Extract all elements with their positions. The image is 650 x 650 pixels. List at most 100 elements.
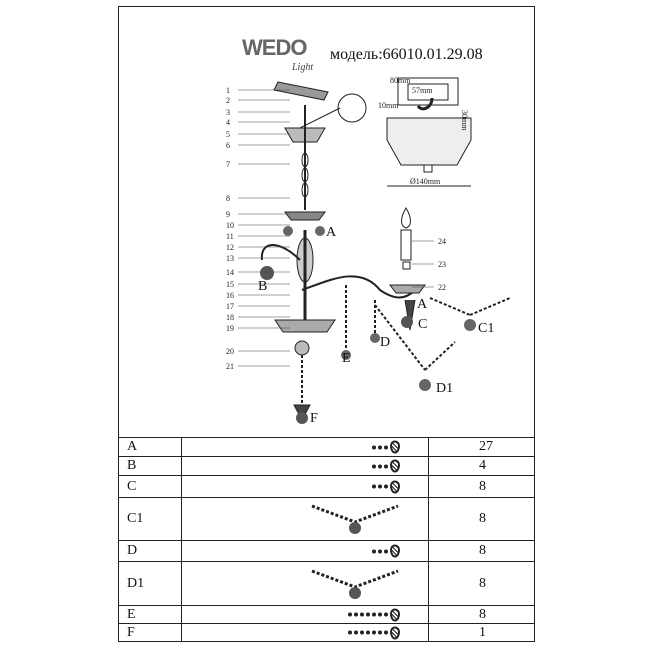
part-code: B bbox=[118, 456, 182, 476]
callout-number: 20 bbox=[226, 347, 234, 356]
part-code: D1 bbox=[118, 561, 182, 606]
part-illustration bbox=[372, 480, 400, 493]
callout-number: 6 bbox=[226, 141, 230, 150]
part-code: E bbox=[118, 605, 182, 624]
bead-icon bbox=[372, 484, 376, 489]
part-illustration bbox=[372, 544, 400, 558]
dim-top: 80mm bbox=[390, 76, 411, 85]
callout-number: 18 bbox=[226, 313, 234, 322]
part-image-cell bbox=[181, 561, 429, 606]
drops bbox=[260, 226, 476, 424]
part-image-cell bbox=[181, 497, 429, 541]
callout-number: 16 bbox=[226, 291, 234, 300]
callout-number: 11 bbox=[226, 232, 234, 241]
bead-icon bbox=[378, 630, 382, 635]
part-image-cell bbox=[181, 540, 429, 562]
crystal-drop-icon bbox=[390, 626, 400, 639]
label-a: A bbox=[326, 225, 337, 240]
label-c1: C1 bbox=[478, 321, 494, 336]
bead-icon bbox=[378, 464, 382, 468]
bead-icon bbox=[372, 630, 376, 635]
bead-icon bbox=[378, 484, 382, 489]
bead-icon bbox=[384, 630, 388, 635]
part-quantity: 8 bbox=[428, 561, 535, 606]
part-code: F bbox=[118, 623, 182, 642]
label-f: F bbox=[310, 411, 318, 426]
garland-icon bbox=[311, 504, 399, 534]
bead-icon bbox=[354, 612, 358, 617]
part-quantity: 8 bbox=[428, 497, 535, 541]
part-quantity: 8 bbox=[428, 605, 535, 624]
garland-icon bbox=[311, 569, 399, 599]
part-quantity: 1 bbox=[428, 623, 535, 642]
model-number: модель:66010.01.29.08 bbox=[330, 46, 483, 63]
part-illustration bbox=[310, 502, 400, 536]
table-row: A 27 bbox=[118, 437, 535, 457]
crystal-drop-icon bbox=[390, 440, 400, 454]
callout-number: 9 bbox=[226, 210, 230, 219]
part-code: C1 bbox=[118, 497, 182, 541]
bead-icon bbox=[366, 630, 370, 635]
crystal-drop-icon bbox=[390, 480, 400, 493]
dim-diameter: Ø140mm bbox=[410, 177, 441, 186]
callout-number: 10 bbox=[226, 221, 234, 230]
bead-icon bbox=[372, 612, 376, 617]
callout-number: 1 bbox=[226, 86, 230, 95]
part-quantity: 8 bbox=[428, 475, 535, 498]
label-b: B bbox=[258, 279, 267, 294]
part-illustration bbox=[372, 459, 400, 473]
part-code: C bbox=[118, 475, 182, 498]
dim-height: 30mm bbox=[460, 110, 469, 131]
bead-icon bbox=[372, 549, 376, 553]
document-frame bbox=[118, 6, 535, 642]
part-image-cell bbox=[181, 475, 429, 498]
part-illustration bbox=[372, 440, 400, 454]
dim-side: 10mm bbox=[378, 101, 399, 110]
brand-logo: WEDO bbox=[242, 35, 307, 60]
bead-icon bbox=[360, 612, 364, 617]
callout-number: 12 bbox=[226, 243, 234, 252]
callout-number: 5 bbox=[226, 130, 230, 139]
callout-number: 22 bbox=[438, 283, 446, 292]
bead-icon bbox=[384, 464, 388, 468]
part-image-cell bbox=[181, 456, 429, 476]
part-illustration bbox=[348, 608, 400, 621]
dim-inner: 57mm bbox=[412, 86, 433, 95]
crystal-drop-icon bbox=[390, 608, 400, 621]
callout-number: 21 bbox=[226, 362, 234, 371]
bead-icon bbox=[360, 630, 364, 635]
callout-number: 23 bbox=[438, 260, 446, 269]
label-c: C bbox=[418, 317, 427, 332]
crystal-drop-icon bbox=[390, 459, 400, 473]
part-image-cell bbox=[181, 437, 429, 457]
part-code: D bbox=[118, 540, 182, 562]
callout-number: 7 bbox=[226, 160, 230, 169]
label-a2: A bbox=[417, 297, 428, 312]
part-code: A bbox=[118, 437, 182, 457]
chandelier-drawing: 123456789101112131415161718192021242322 … bbox=[226, 76, 511, 426]
label-d1: D1 bbox=[436, 381, 453, 396]
callout-number: 4 bbox=[226, 118, 230, 127]
crystal-drop-icon bbox=[390, 544, 400, 558]
callout-number: 3 bbox=[226, 108, 230, 117]
bead-icon bbox=[384, 445, 388, 449]
callout-number: 2 bbox=[226, 96, 230, 105]
bead-icon bbox=[372, 445, 376, 449]
part-image-cell bbox=[181, 605, 429, 624]
callout-number: 14 bbox=[226, 268, 234, 277]
part-quantity: 27 bbox=[428, 437, 535, 457]
part-illustration bbox=[310, 567, 400, 601]
part-image-cell bbox=[181, 623, 429, 642]
table-row: D1 8 bbox=[118, 561, 535, 606]
part-quantity: 4 bbox=[428, 456, 535, 476]
bead-icon bbox=[378, 445, 382, 449]
callout-number: 13 bbox=[226, 254, 234, 263]
table-row: C1 8 bbox=[118, 497, 535, 541]
bead-icon bbox=[378, 549, 382, 553]
bead-icon bbox=[366, 612, 370, 617]
